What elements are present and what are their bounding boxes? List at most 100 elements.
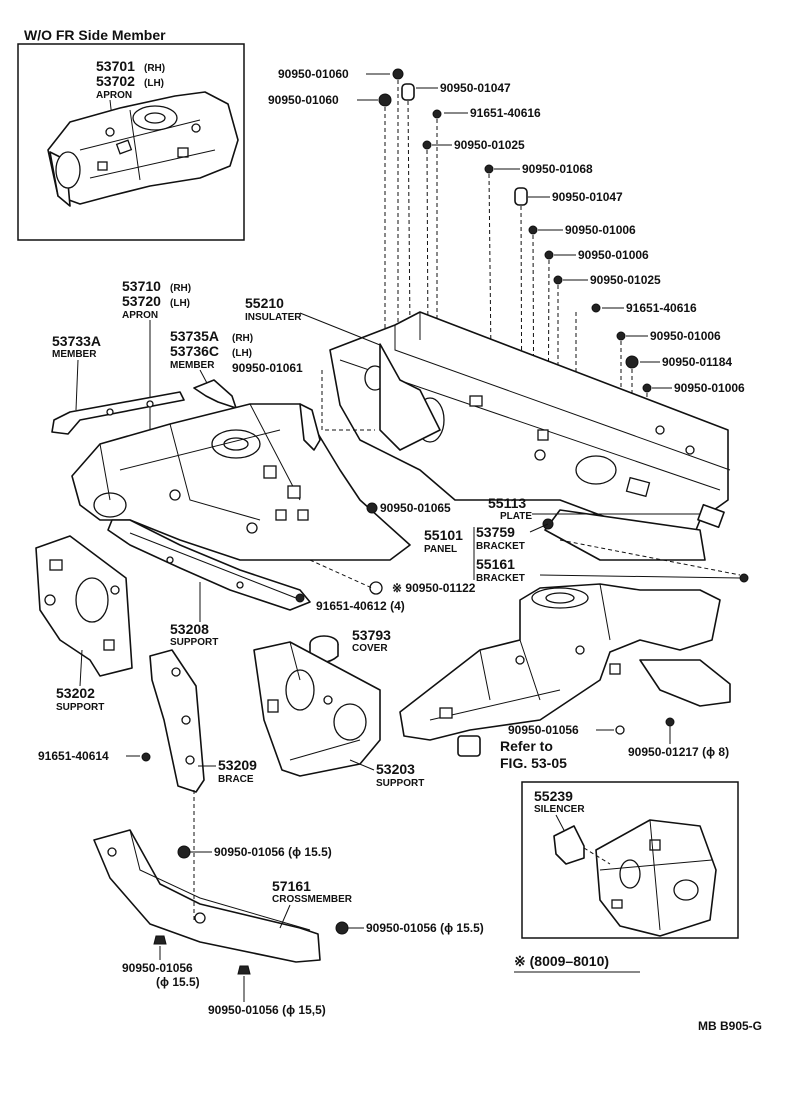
inset-part-lh: 53702: [96, 73, 135, 89]
label-bracket2: BRACKET: [476, 573, 525, 584]
label-55101: 55101: [424, 527, 463, 543]
bracket-55161-icon: [739, 573, 749, 583]
nut-icon: [378, 93, 392, 107]
label-lh2: (LH): [232, 348, 252, 359]
nut-icon: [392, 68, 404, 80]
label-f07: 90950-01047: [552, 190, 623, 204]
label-f19: 90950-01056: [508, 723, 579, 737]
member-53735A: [193, 379, 237, 409]
label-53720: 53720: [122, 293, 161, 309]
label-f11: 91651-40616: [626, 301, 697, 315]
clip-icon: [553, 275, 563, 285]
support-53203: [253, 641, 381, 777]
clip-icon: [484, 164, 494, 174]
silencer-caption: ※ (8009–8010): [514, 953, 609, 969]
inset-frame: [17, 43, 245, 241]
label-f10: 90950-01025: [590, 273, 661, 287]
refer-bracket-icon: [457, 735, 481, 757]
label-cover: COVER: [352, 643, 388, 654]
inset-header: W/O FR Side Member: [24, 27, 166, 43]
label-support3: SUPPORT: [376, 778, 424, 789]
label-f08: 90950-01006: [565, 223, 636, 237]
label-53733A: 53733A: [52, 333, 101, 349]
label-53736C: 53736C: [170, 343, 219, 359]
label-f24: 90950-01056: [122, 961, 193, 975]
clip-icon: [616, 331, 626, 341]
bolt-icon: [432, 109, 442, 119]
front-side-member: [399, 583, 731, 741]
clip-icon: [642, 383, 652, 393]
support-53202: [35, 535, 133, 677]
label-57161: 57161: [272, 878, 311, 894]
nut-f23-icon: [335, 921, 349, 935]
bolt-f21-icon: [141, 752, 151, 762]
label-f15: 90950-01061: [232, 361, 303, 375]
label-bracket1: BRACKET: [476, 541, 525, 552]
label-53209: 53209: [218, 757, 257, 773]
label-f06: 90950-01068: [522, 162, 593, 176]
label-f01: 90950-01060: [278, 67, 349, 81]
inset-part-rh: 53701: [96, 58, 135, 74]
label-f21: 91651-40614: [38, 749, 109, 763]
inset-apron-name: APRON: [96, 90, 132, 101]
label-53793: 53793: [352, 627, 391, 643]
crossmember-57161: [93, 829, 321, 963]
clip-f20-icon: [665, 717, 675, 727]
label-55161: 55161: [476, 556, 515, 572]
clip-icon: [544, 250, 554, 260]
label-lh1: (LH): [170, 298, 190, 309]
clip-f19-icon: [615, 725, 625, 735]
inset-rh: (RH): [144, 63, 165, 74]
silencer-panel-drawing: [583, 819, 717, 937]
label-f25: 90950-01056 (ϕ 15,5): [208, 1003, 326, 1017]
label-f18: 91651-40612 (4): [316, 599, 405, 613]
silencer-pad: [553, 825, 585, 865]
label-55113: 55113: [488, 495, 526, 511]
label-support1: SUPPORT: [170, 637, 218, 648]
label-f12: 90950-01006: [650, 329, 721, 343]
bolt-icon: [591, 303, 601, 313]
label-53759: 53759: [476, 524, 515, 540]
nut-f22-icon: [177, 845, 191, 859]
label-f23: 90950-01056 (ϕ 15.5): [366, 921, 484, 935]
label-refer2: FIG. 53-05: [500, 755, 567, 771]
label-53203: 53203: [376, 761, 415, 777]
label-53710: 53710: [122, 278, 161, 294]
silencer-name: SILENCER: [534, 804, 585, 815]
clip-icon: [528, 225, 538, 235]
grommet-icon: [514, 187, 528, 206]
footer-code: MB B905-G: [698, 1019, 762, 1033]
label-refer1: Refer to: [500, 738, 553, 754]
label-f09: 90950-01006: [578, 248, 649, 262]
label-insulater: INSULATER: [245, 312, 302, 323]
member-53733A: [51, 391, 185, 435]
clip-icon: [422, 140, 432, 150]
silencer-frame: [521, 781, 739, 939]
label-53735A: 53735A: [170, 328, 219, 344]
label-f14: 90950-01006: [674, 381, 745, 395]
label-55210: 55210: [245, 295, 284, 311]
label-53208: 53208: [170, 621, 209, 637]
label-support2: SUPPORT: [56, 702, 104, 713]
bolt-f18-icon: [295, 593, 305, 603]
label-f16: 90950-01065: [380, 501, 451, 515]
label-f03: 90950-01060: [268, 93, 339, 107]
inset-silencer-box: 55239 SILENCER ※ (8009–8010): [514, 781, 739, 973]
clip-f16-icon: [366, 502, 378, 514]
label-member2: MEMBER: [170, 360, 215, 371]
label-plate: PLATE: [500, 511, 532, 522]
label-f05: 90950-01025: [454, 138, 525, 152]
label-53202: 53202: [56, 685, 95, 701]
label-brace: BRACE: [218, 774, 254, 785]
nut-f25-icon: [237, 965, 251, 975]
label-f22: 90950-01056 (ϕ 15.5): [214, 845, 332, 859]
insulater-55210: [379, 343, 441, 451]
label-f02: 90950-01047: [440, 81, 511, 95]
inset-apron-drawing: [47, 91, 239, 207]
label-panel: PANEL: [424, 544, 457, 555]
label-apron: APRON: [122, 310, 158, 321]
apron-53710: [71, 403, 411, 561]
dash-panel-assembly: [321, 311, 749, 583]
grommet-icon: [401, 83, 415, 101]
